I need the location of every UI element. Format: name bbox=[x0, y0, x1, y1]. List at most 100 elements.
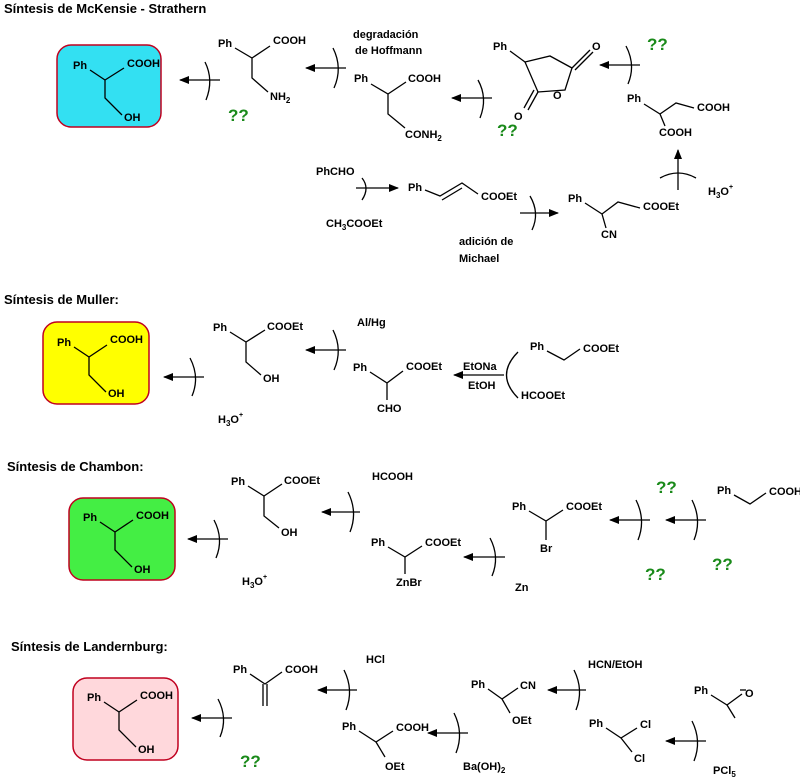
svg-text:O: O bbox=[745, 688, 754, 700]
svg-text:Ba(OH)2: Ba(OH)2 bbox=[463, 761, 506, 775]
svg-text:COOH: COOH bbox=[136, 510, 169, 522]
atom-ph: Ph bbox=[73, 60, 87, 72]
arrow-claisen: EtONa EtOH bbox=[453, 351, 519, 399]
intermediate-atropic-acid: Ph COOH bbox=[233, 664, 318, 706]
target-molecule-landernburg: Ph COOH OH bbox=[87, 690, 173, 756]
target-box-muller bbox=[42, 321, 150, 405]
svg-text:Ph: Ph bbox=[589, 718, 603, 730]
svg-text:OH: OH bbox=[134, 564, 151, 576]
svg-text:OH: OH bbox=[281, 527, 298, 539]
target-molecule-chambon: Ph COOH OH bbox=[83, 510, 169, 576]
intermediate-amino-acid: Ph COOH NH2 bbox=[218, 35, 306, 105]
arrow-hydrolysis: H3O+ bbox=[187, 519, 267, 590]
svg-text:Ph: Ph bbox=[57, 337, 71, 349]
svg-text:??: ?? bbox=[656, 478, 677, 497]
svg-text:COOH: COOH bbox=[408, 73, 441, 85]
svg-text:OEt: OEt bbox=[512, 715, 532, 727]
svg-text:COOEt: COOEt bbox=[425, 537, 461, 549]
svg-text:Ph: Ph bbox=[231, 476, 245, 488]
svg-text:H3O+: H3O+ bbox=[218, 412, 243, 428]
svg-text:PCl5: PCl5 bbox=[713, 765, 736, 779]
intermediate-hydroxy-ester: Ph COOEt OH bbox=[213, 321, 303, 385]
intermediate-cinnamate: Ph COOEt bbox=[408, 182, 517, 203]
svg-text:Ph: Ph bbox=[408, 182, 422, 194]
svg-text:HCOOH: HCOOH bbox=[372, 471, 413, 483]
svg-text:NH2: NH2 bbox=[270, 91, 291, 105]
atom-cooh: COOH bbox=[127, 58, 160, 70]
arrow-reduction: Al/Hg bbox=[305, 317, 386, 371]
svg-text:Ph: Ph bbox=[233, 664, 247, 676]
svg-text:??: ?? bbox=[240, 752, 261, 771]
intermediate-amide: Ph COOH CONH2 bbox=[354, 73, 442, 143]
arrow-pcl5: PCl5 bbox=[665, 720, 736, 779]
starting-materials-knoevenagel: PhCHO CH3COOEt bbox=[316, 166, 399, 232]
intermediate-hydroxy-ester-chambon: Ph COOEt OH bbox=[231, 475, 320, 539]
svg-text:ZnBr: ZnBr bbox=[396, 577, 422, 589]
svg-text:COOH: COOH bbox=[140, 690, 173, 702]
svg-text:OEt: OEt bbox=[385, 761, 405, 773]
svg-text:COOH: COOH bbox=[396, 722, 429, 734]
svg-text:OH: OH bbox=[263, 373, 280, 385]
arrow-dehydration: HCl bbox=[317, 654, 385, 711]
target-box-chambon bbox=[68, 497, 176, 581]
svg-text:??: ?? bbox=[647, 35, 668, 54]
section-title-landernburg: Síntesis de Landernburg: bbox=[11, 639, 168, 654]
svg-text:Ph: Ph bbox=[627, 93, 641, 105]
svg-text:Cl: Cl bbox=[640, 719, 651, 731]
svg-text:Ph: Ph bbox=[354, 73, 368, 85]
svg-text:COOEt: COOEt bbox=[406, 361, 442, 373]
starting-material-acetophenone: Ph O bbox=[694, 685, 754, 719]
svg-text:Br: Br bbox=[540, 543, 553, 555]
target-box-mckensie bbox=[56, 44, 162, 128]
retro-arrow: ?? bbox=[599, 35, 668, 85]
svg-text:COOEt: COOEt bbox=[643, 201, 679, 213]
svg-text:CN: CN bbox=[601, 229, 617, 241]
svg-text:COOH: COOH bbox=[697, 102, 730, 114]
arrow-hydrolysis: H3O+ bbox=[163, 357, 243, 428]
svg-text:Ph: Ph bbox=[353, 362, 367, 374]
retro-arrow: ?? bbox=[179, 61, 249, 125]
svg-text:O: O bbox=[553, 90, 562, 102]
svg-text:COOH: COOH bbox=[659, 127, 692, 139]
svg-text:de Hoffmann: de Hoffmann bbox=[355, 45, 423, 57]
svg-text:COOH: COOH bbox=[769, 486, 800, 498]
svg-text:Ph: Ph bbox=[493, 41, 507, 53]
svg-text:CHO: CHO bbox=[377, 403, 402, 415]
svg-text:CH3COOEt: CH3COOEt bbox=[326, 218, 383, 232]
arrow-formylation: HCOOH bbox=[321, 471, 413, 533]
intermediate-bromo-ester: Ph COOEt Br bbox=[512, 501, 602, 555]
svg-text:CN: CN bbox=[520, 680, 536, 692]
unknown-reagent: ?? bbox=[228, 106, 249, 125]
svg-text:Michael: Michael bbox=[459, 253, 499, 265]
svg-text:Ph: Ph bbox=[83, 512, 97, 524]
svg-text:HCN/EtOH: HCN/EtOH bbox=[588, 659, 642, 671]
svg-text:Cl: Cl bbox=[634, 753, 645, 765]
svg-text:H3O+: H3O+ bbox=[242, 574, 267, 590]
intermediate-succinic-acid: Ph COOH COOH bbox=[627, 93, 730, 139]
intermediate-anhydride: Ph O O O bbox=[493, 41, 601, 123]
svg-text:Al/Hg: Al/Hg bbox=[357, 317, 386, 329]
svg-text:PhCHO: PhCHO bbox=[316, 166, 355, 178]
intermediate-nitrile-ester: Ph COOEt CN bbox=[568, 193, 679, 241]
arrow-hcn: HCN/EtOH bbox=[547, 659, 642, 711]
svg-text:COOH: COOH bbox=[285, 664, 318, 676]
svg-text:Ph: Ph bbox=[471, 679, 485, 691]
svg-text:??: ?? bbox=[712, 555, 733, 574]
intermediate-ethoxy-acid: Ph COOH OEt bbox=[342, 721, 429, 773]
svg-text:degradación: degradación bbox=[353, 29, 419, 41]
svg-text:Ph: Ph bbox=[213, 322, 227, 334]
intermediate-ethoxy-nitrile: Ph CN OEt bbox=[471, 679, 536, 727]
svg-text:COOEt: COOEt bbox=[583, 343, 619, 355]
starting-materials-muller: Ph COOEt HCOOEt bbox=[521, 341, 619, 402]
svg-text:COOEt: COOEt bbox=[284, 475, 320, 487]
svg-text:COOH: COOH bbox=[110, 334, 143, 346]
arrow-michael: adición de Michael bbox=[459, 195, 559, 265]
svg-text:Zn: Zn bbox=[515, 582, 529, 594]
starting-material-phenylacetic: Ph COOH bbox=[717, 485, 800, 505]
svg-text:O: O bbox=[592, 41, 601, 53]
svg-text:HCl: HCl bbox=[366, 654, 385, 666]
svg-text:??: ?? bbox=[645, 565, 666, 584]
target-molecule-muller: Ph COOH OH bbox=[57, 334, 143, 400]
svg-text:Ph: Ph bbox=[530, 341, 544, 353]
